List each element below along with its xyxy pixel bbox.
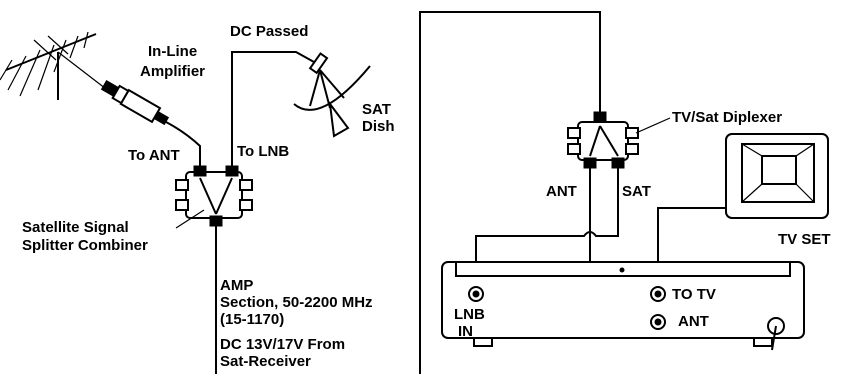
splitter-label: Satellite Signal <box>22 219 129 236</box>
diplexer-label: TV/Sat Diplexer <box>672 109 782 126</box>
amp-label: AMP <box>220 277 253 294</box>
dc-source-label: Sat-Receiver <box>220 353 311 370</box>
dc-label: DC 13V/17V From <box>220 336 345 353</box>
sat-dish-label: SAT <box>362 101 391 118</box>
to-tv-label: TO TV <box>672 286 716 303</box>
dc-passed-label: DC Passed <box>230 23 308 40</box>
amp-range-label: (15-1170) <box>220 311 284 328</box>
tv-set-label: TV SET <box>778 231 831 248</box>
tv-set-icon <box>725 133 829 219</box>
lnb-in-label: LNB <box>454 306 485 323</box>
in-line-amplifier-icon <box>100 79 170 126</box>
sat-dish-label-2: Dish <box>362 118 395 135</box>
in-line-amplifier-label-2: Amplifier <box>140 63 205 80</box>
to-ant-label: To ANT <box>128 147 180 164</box>
diplexer-ant-label: ANT <box>546 183 577 200</box>
to-lnb-label: To LNB <box>237 143 289 160</box>
splitter-combiner-icon <box>175 165 253 227</box>
splitter-label-2: Splitter Combiner <box>22 237 148 254</box>
in-line-amplifier-label: In-Line <box>148 43 197 60</box>
lnb-in-label-2: IN <box>458 323 473 340</box>
amp-section-label: Section, 50-2200 MHz <box>220 294 373 311</box>
yagi-antenna-icon <box>0 31 111 100</box>
diplexer-icon <box>567 111 639 169</box>
diplexer-sat-label: SAT <box>622 183 651 200</box>
satellite-dish-icon <box>293 52 371 138</box>
receiver-ant-label: ANT <box>678 313 709 330</box>
satellite-receiver-icon <box>441 261 805 351</box>
